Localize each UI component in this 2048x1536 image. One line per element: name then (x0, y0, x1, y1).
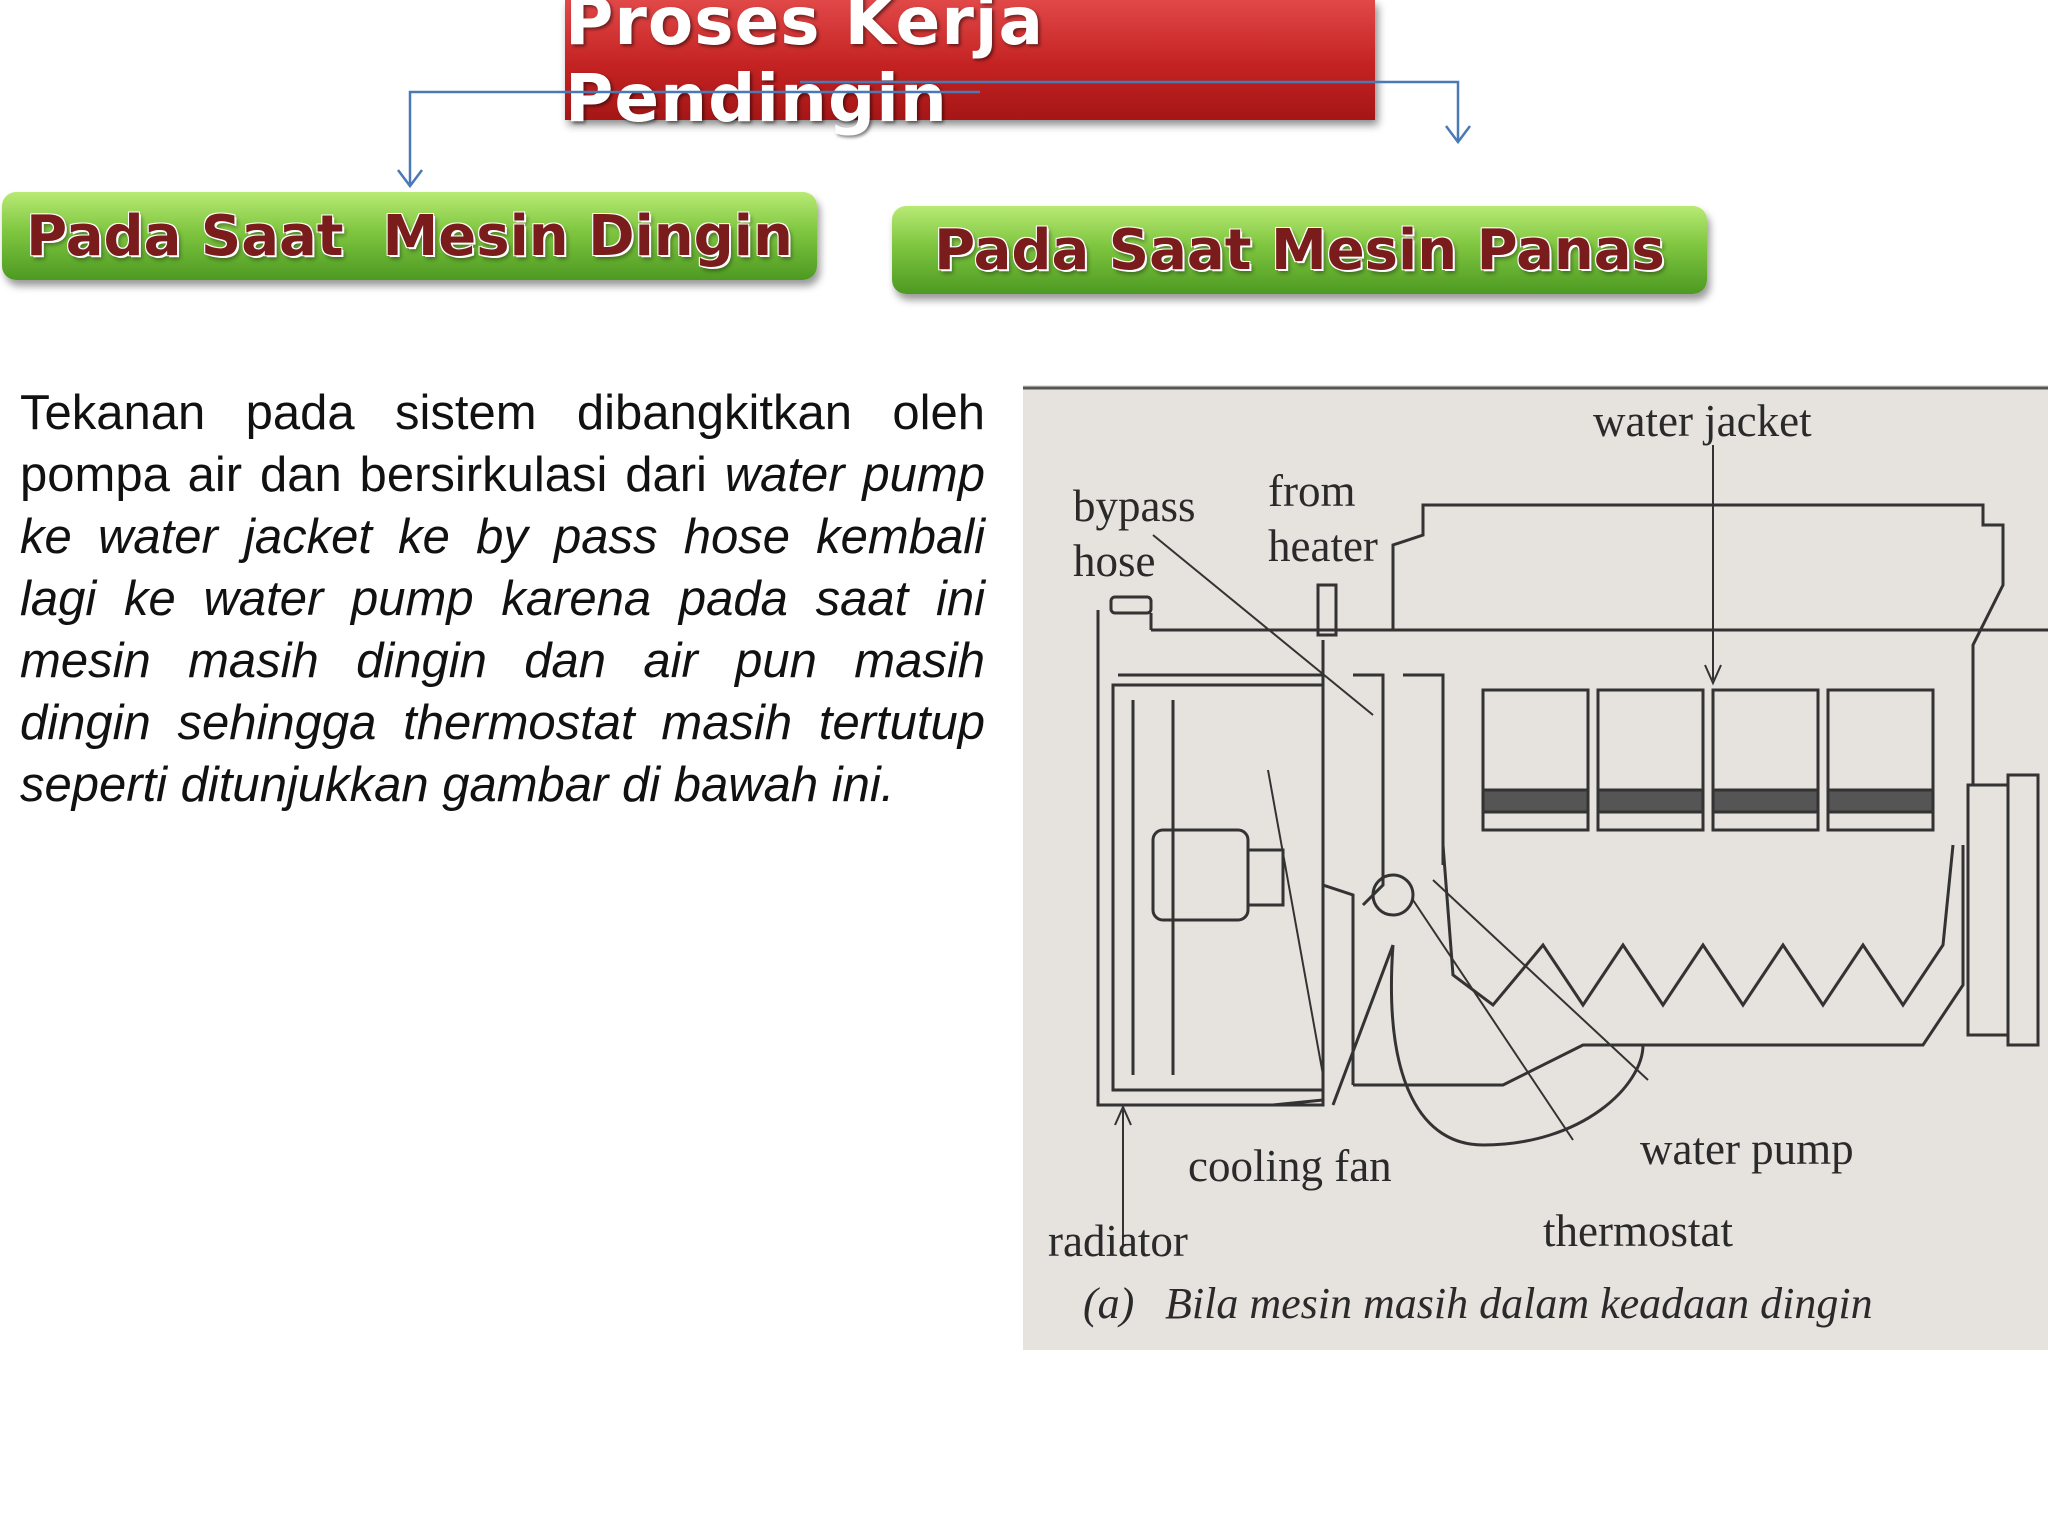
label-bypass: bypass (1073, 481, 1196, 531)
cooling-system-diagram: water jacket bypass hose from heater coo… (1023, 385, 2048, 1350)
caption-marker: (a) (1083, 1279, 1135, 1328)
branch-hot-label: Pada Saat Mesin Panas (934, 217, 1665, 283)
label-thermostat: thermostat (1543, 1206, 1733, 1256)
page-title: Proses Kerja Pendingin (565, 0, 1045, 137)
connector-left-arrow (408, 90, 980, 185)
description-part1: Tekanan pada sistem dibangkitkan oleh po… (20, 386, 985, 502)
label-water-jacket: water jacket (1593, 396, 1812, 446)
label-hose: hose (1073, 536, 1156, 586)
diagram-caption: Bila mesin masih dalam keadaan dingin (1165, 1279, 1873, 1328)
label-heater: heater (1268, 521, 1378, 571)
branch-cold-label: Pada Saat Mesin Dingin (26, 203, 793, 269)
description-paragraph: Tekanan pada sistem dibangkitkan oleh po… (20, 382, 985, 816)
branch-hot-box: Pada Saat Mesin Panas (892, 206, 1707, 294)
label-radiator: radiator (1048, 1216, 1188, 1266)
label-water-pump: water pump (1640, 1124, 1854, 1174)
description-part2: water pump ke water jacket ke by pass ho… (20, 448, 986, 812)
label-from: from (1268, 466, 1356, 516)
label-cooling-fan: cooling fan (1188, 1141, 1392, 1191)
connector-right-arrow (800, 80, 1460, 140)
connector-arrows (397, 80, 1471, 189)
title-box: Proses Kerja Pendingin (565, 0, 1375, 137)
engine-illustration (1023, 386, 2048, 1245)
branch-cold-box: Pada Saat Mesin Dingin (2, 192, 817, 280)
